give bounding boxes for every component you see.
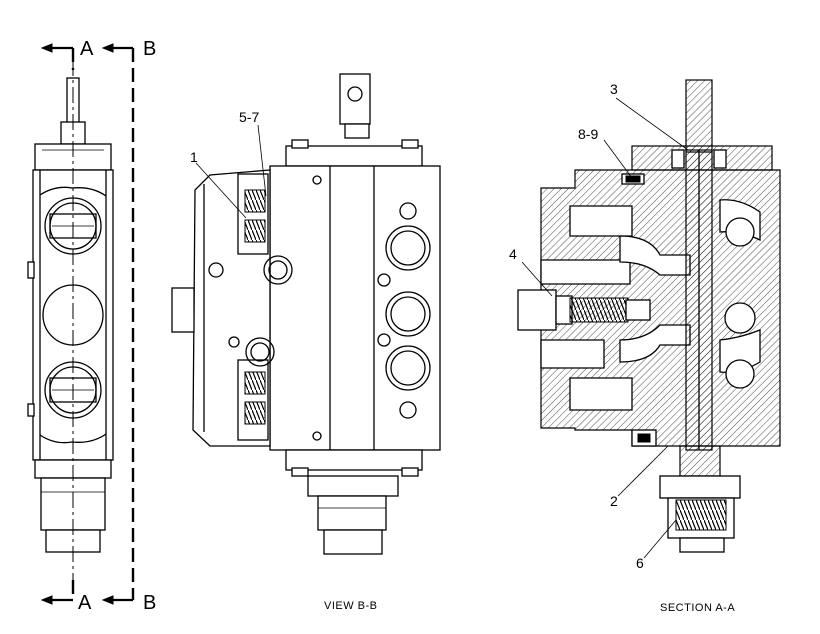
section-lines <box>40 43 135 605</box>
callout-2: 2 <box>610 493 618 509</box>
section-a-bottom-label: A <box>78 592 92 614</box>
view-bb-drawing <box>171 73 441 555</box>
side-view <box>27 60 114 580</box>
callout-4: 4 <box>509 246 517 262</box>
section-aa-caption: SECTION A-A <box>660 602 736 614</box>
callout-3: 3 <box>610 81 618 97</box>
callout-5-7: 5-7 <box>239 109 260 125</box>
section-b-bottom-label: B <box>143 592 157 614</box>
section-aa-drawing <box>517 79 781 559</box>
callout-1: 1 <box>190 149 198 165</box>
callout-8-9: 8-9 <box>578 126 599 142</box>
section-a-top-label: A <box>80 38 94 60</box>
callout-6: 6 <box>636 555 644 571</box>
view-bb-caption: VIEW B-B <box>324 600 378 612</box>
section-b-top-label: B <box>143 38 157 60</box>
